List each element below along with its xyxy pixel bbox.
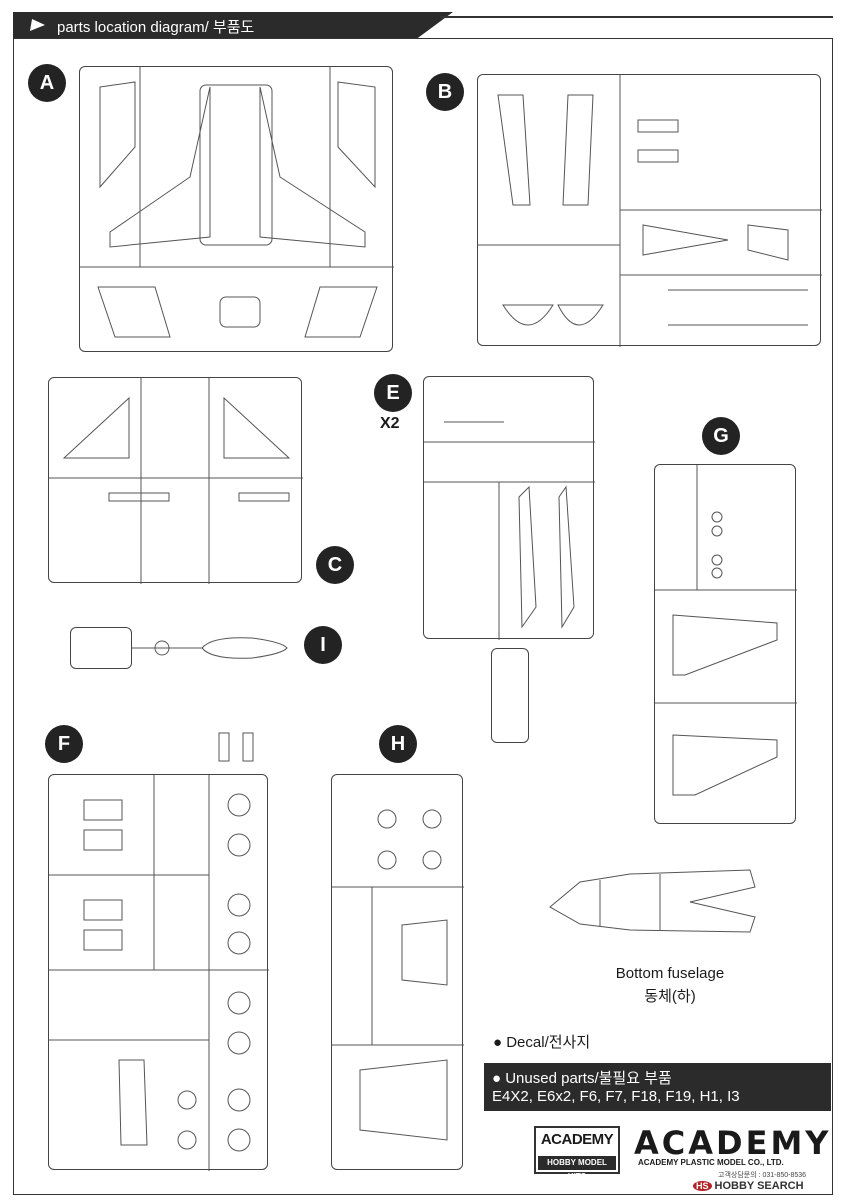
academy-logo-box: ACADEMY HOBBY MODEL KITS [534, 1126, 620, 1181]
sprue-c [48, 377, 303, 584]
logo-box-subtitle: HOBBY MODEL KITS [538, 1156, 616, 1181]
sprue-a [79, 66, 394, 352]
badge-h: H [379, 725, 417, 763]
sprue-g [654, 464, 797, 824]
badge-c: C [316, 546, 354, 584]
arrow-icon [29, 19, 47, 31]
company-name: ACADEMY PLASTIC MODEL CO., LTD. [638, 1158, 784, 1167]
badge-i: I [304, 626, 342, 664]
sprue-b [477, 74, 822, 347]
bottom-fuselage-label-kr: 동체(하) [644, 988, 696, 1005]
sprue-h-drawing [332, 809, 464, 1141]
sprue-f [48, 774, 269, 1171]
part-i1-drawing [132, 637, 288, 659]
badge-e: E [374, 374, 412, 412]
badge-g: G [702, 417, 740, 455]
sprue-g-drawing [655, 465, 797, 796]
academy-logo: ACADEMY [634, 1124, 832, 1162]
unused-parts-list: E4X2, E6x2, F6, F7, F18, F19, H1, I3 [492, 1088, 740, 1105]
part-f20 [213, 731, 261, 764]
watermark-text: HOBBY SEARCH [714, 1180, 804, 1192]
header-rule [440, 16, 833, 18]
badge-b: B [426, 73, 464, 111]
page-title: parts location diagram/ 부품도 [57, 19, 255, 36]
sprue-f-drawing [49, 775, 269, 1171]
bottom-fuselage-drawing [549, 869, 756, 933]
header-tag [13, 12, 453, 38]
unused-parts-title: ● Unused parts/불필요 부품 [492, 1070, 672, 1087]
sprue-c-drawing [49, 378, 303, 584]
part-f20-drawing [218, 732, 254, 762]
bottom-fuselage-label: Bottom fuselage [615, 965, 725, 982]
badge-f: F [45, 725, 83, 763]
customer-phone: 고객상담문의 : 031-850-8536 [718, 1172, 807, 1179]
sprue-i [70, 627, 132, 669]
header-banner: parts location diagram/ 부품도 [13, 12, 468, 38]
page-frame [13, 38, 833, 1195]
unused-parts-box: ● Unused parts/불필요 부품 E4X2, E6x2, F6, F7… [484, 1063, 831, 1111]
decal-note: ● Decal/전사지 [493, 1034, 591, 1051]
sprue-a-drawing [80, 67, 394, 338]
badge-a: A [28, 64, 66, 102]
sprue-h [331, 774, 464, 1170]
hs-mark-icon: HS [693, 1181, 712, 1191]
sprue-e-drawing [424, 421, 595, 640]
badge-e-multiplier: X2 [380, 415, 400, 432]
sprue-e [423, 376, 595, 640]
sprue-b-drawing [478, 75, 822, 347]
logo-box-title: ACADEMY [540, 1131, 614, 1148]
sprue-e-runner [491, 648, 529, 743]
